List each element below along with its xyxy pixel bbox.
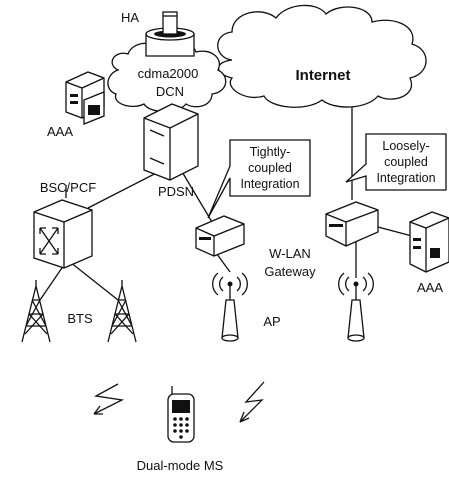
tight-callout-line3: Integration [240, 177, 299, 191]
loose-integration-callout: Loosely- coupled Integration [345, 133, 447, 191]
wlan-gateway-icon [325, 201, 379, 247]
wlan-gateway-label-line2: Gateway [264, 264, 316, 279]
internet-cloud-icon [217, 4, 427, 108]
bsc-pcf-label: BSC/PCF [40, 180, 96, 195]
lightning-icon [93, 383, 125, 415]
pdsn-label: PDSN [158, 184, 194, 199]
loose-callout-line2: coupled [384, 155, 428, 169]
dual-mode-ms-label: Dual-mode MS [137, 458, 224, 473]
bsc-switch-icon [33, 199, 93, 269]
tight-callout-line1: Tightly- [250, 145, 291, 159]
tight-integration-callout: Tightly- coupled Integration [207, 139, 311, 219]
access-point-icon [212, 272, 248, 342]
ha-label: HA [121, 10, 139, 25]
pdsn-server-icon [143, 103, 199, 181]
connection-lines [39, 100, 413, 301]
loose-callout-line1: Loosely- [382, 139, 429, 153]
cdma-label-line2: DCN [156, 84, 184, 99]
bts-label: BTS [67, 311, 93, 326]
bts-tower-icon [21, 280, 137, 343]
aaa-right-label: AAA [417, 280, 443, 295]
cdma-label-line1: cdma2000 [138, 66, 199, 81]
loose-callout-line3: Integration [376, 171, 435, 185]
cdma-cloud-icon [107, 41, 227, 113]
wlan-gateway-icon [195, 215, 245, 257]
aaa-server-icon [409, 211, 449, 273]
access-point-icon [338, 272, 374, 342]
wlan-gateway-label-line1: W-LAN [269, 246, 311, 261]
internet-label: Internet [295, 67, 350, 84]
tight-callout-line2: coupled [248, 161, 292, 175]
aaa-server-icon [65, 71, 105, 125]
lightning-icon [239, 381, 265, 423]
aaa-left-label: AAA [47, 124, 73, 139]
ha-router-icon [145, 11, 195, 57]
dual-mode-phone-icon [167, 386, 195, 443]
ap-label: AP [263, 314, 280, 329]
